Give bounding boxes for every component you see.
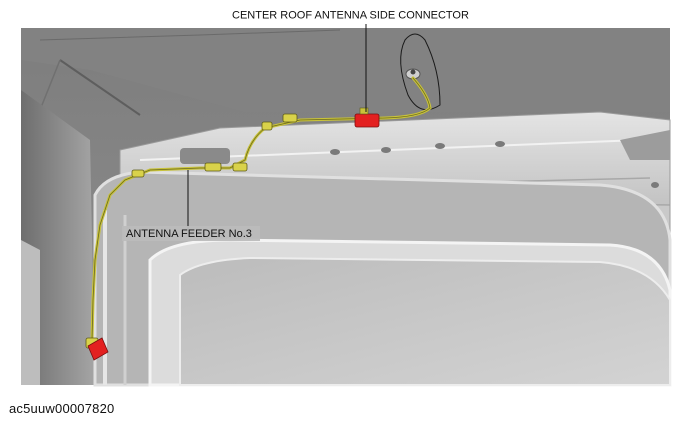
illustration-panel [21,28,672,387]
harness-clips [85,113,298,349]
figure-id: ac5uuw00007820 [9,401,115,416]
callout-labels: CENTER ROOF ANTENNA SIDE CONNECTOR ANTEN… [122,7,508,241]
antenna-feeder-harness [90,76,432,352]
lower-feeder-connector [87,337,109,361]
callout-leaders [187,24,367,229]
antenna-base [400,33,441,111]
center-roof-antenna-connector [354,107,380,128]
callout-center-roof-antenna-side-connector: CENTER ROOF ANTENNA SIDE CONNECTOR [232,10,469,22]
callout-antenna-feeder-no3: ANTENNA FEEDER No.3 [126,228,252,240]
